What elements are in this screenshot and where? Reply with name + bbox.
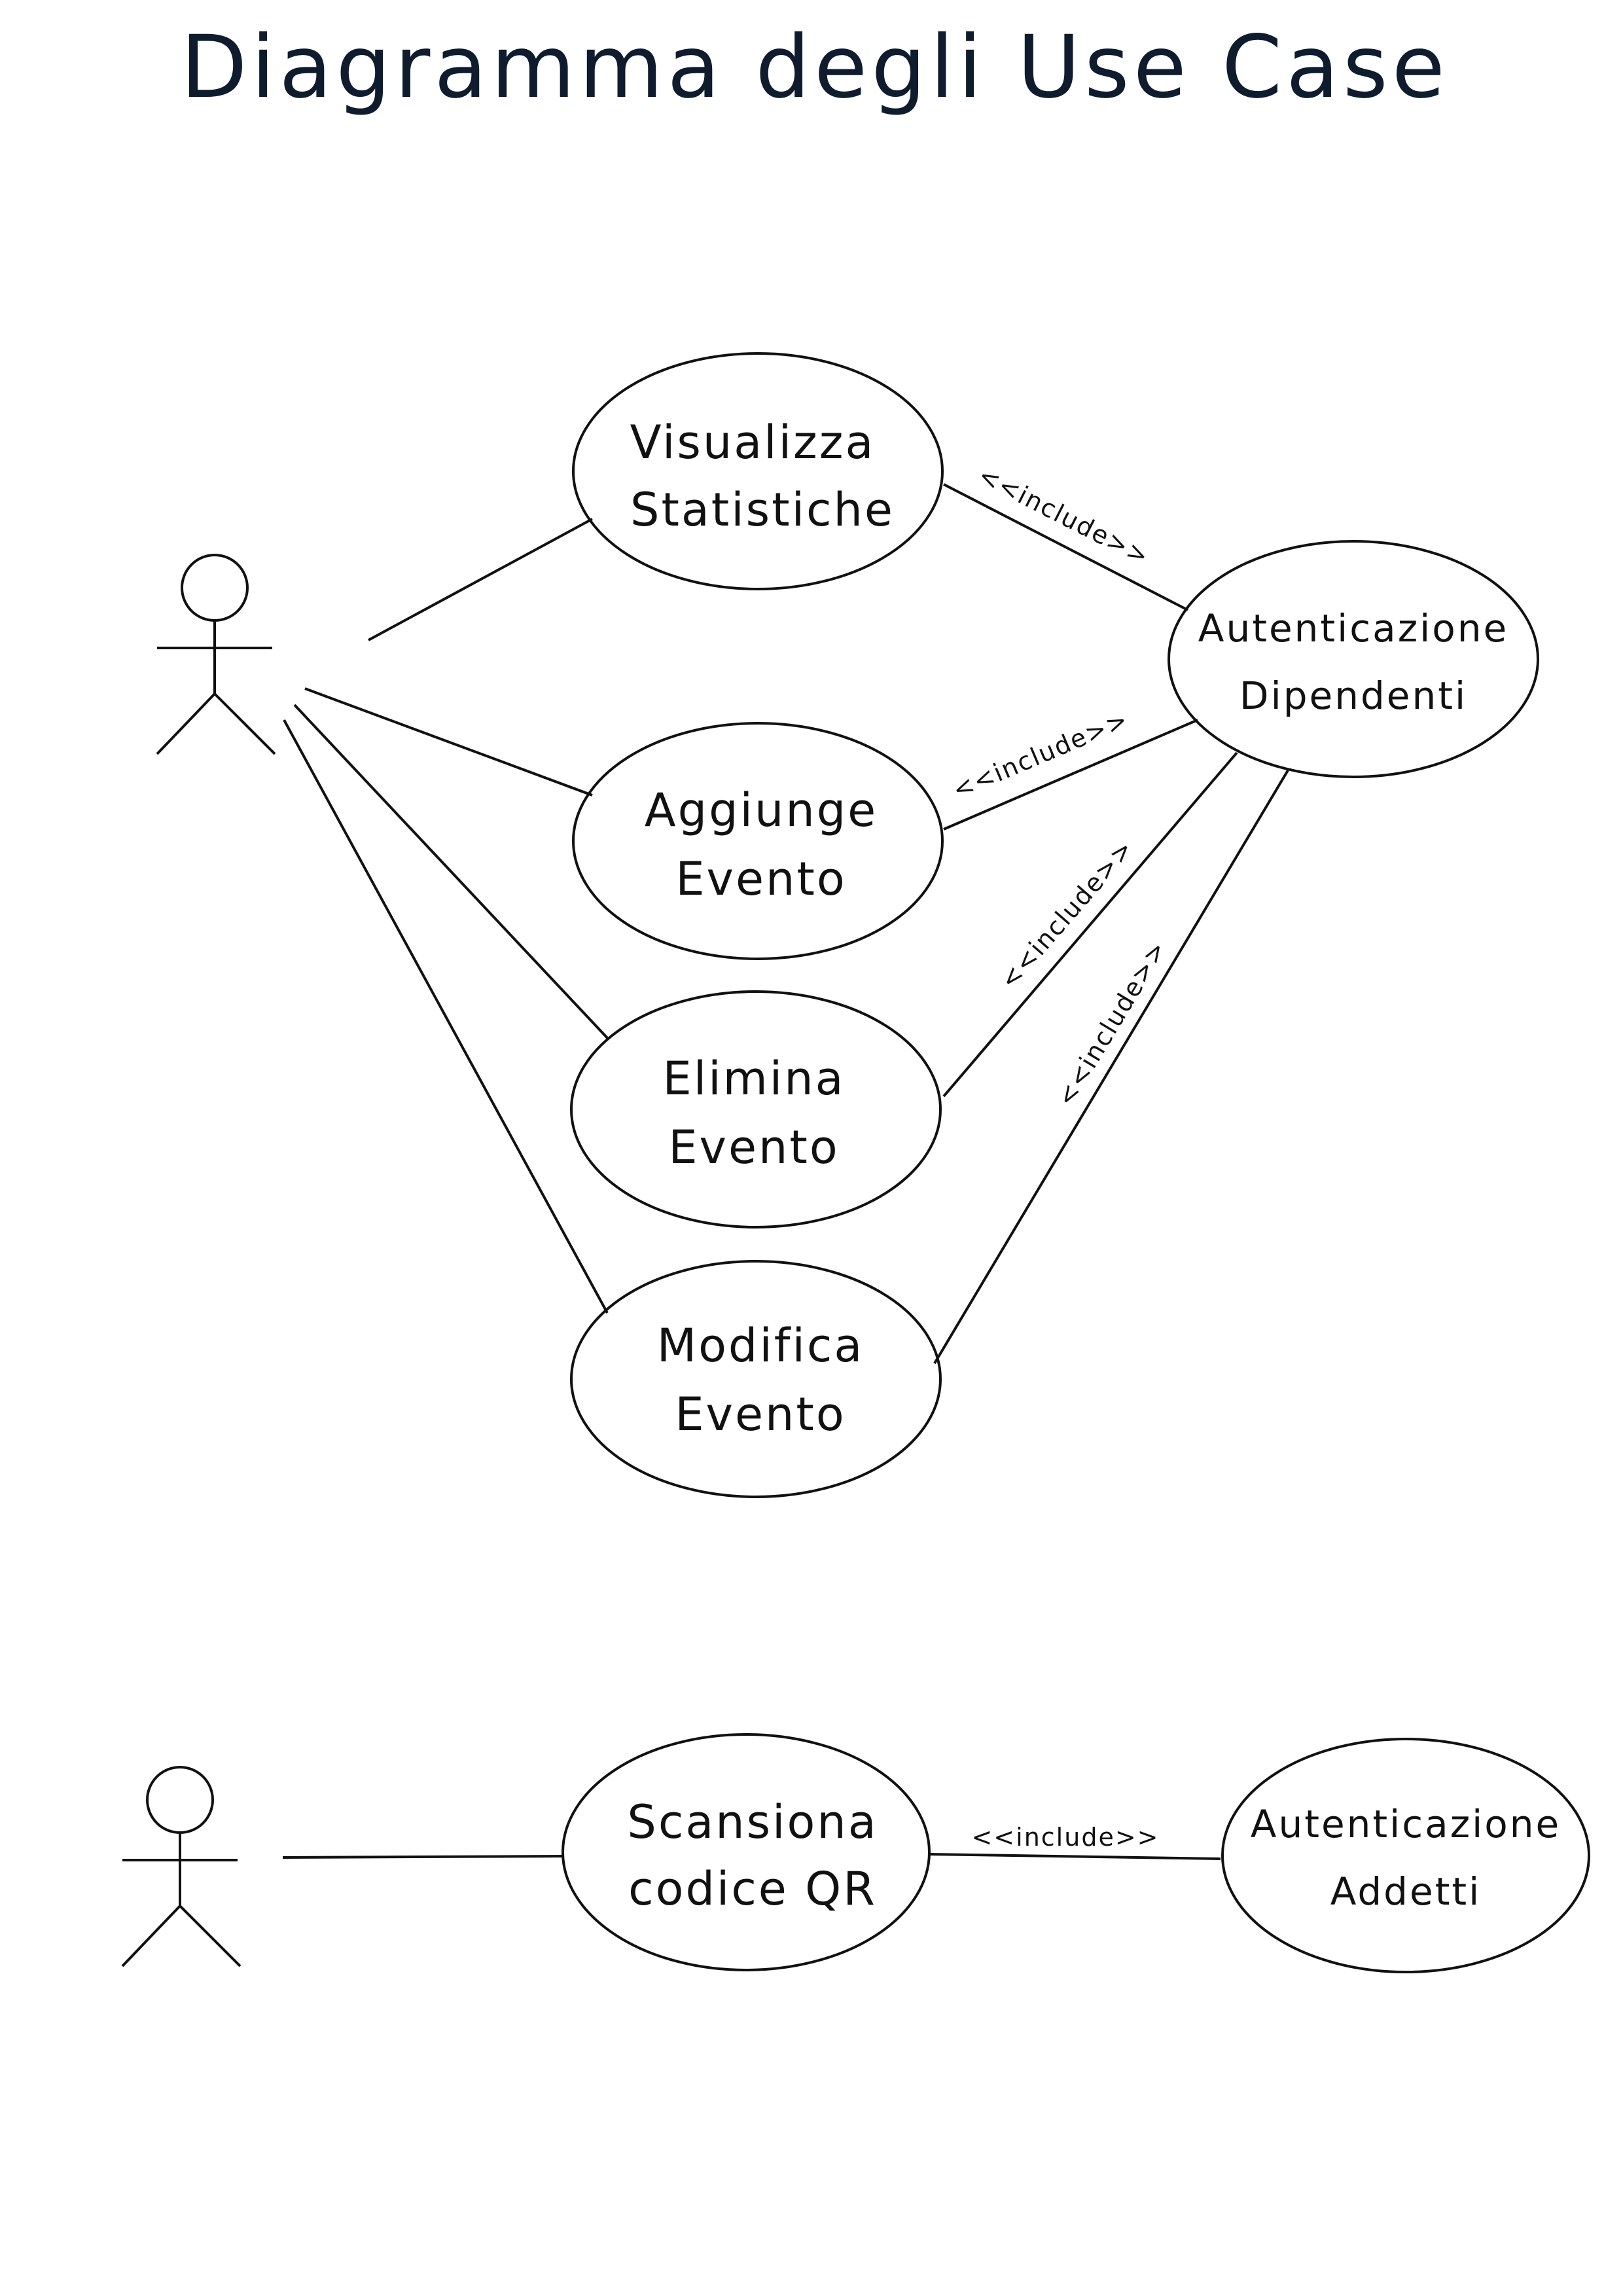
use-case-ellipse: [562, 1733, 931, 1971]
use-case-label: Evento: [668, 1121, 839, 1174]
actor-leg-left: [121, 1905, 181, 1967]
actor-leg-right: [213, 692, 276, 755]
use-case-ellipse: [1168, 540, 1539, 778]
include-line-modifica: [933, 769, 1289, 1365]
use-case-visualizza-statistiche: Visualizza Statistiche: [572, 352, 944, 590]
use-case-label: Scansiona: [627, 1795, 878, 1849]
actor-leg-right: [179, 1905, 241, 1967]
actor-dipendente: [156, 554, 276, 755]
actor-leg-left: [156, 692, 216, 755]
include-line-visualizza: [943, 483, 1188, 611]
use-case-ellipse: [1221, 1738, 1590, 1973]
association-aggiunge-evento: [304, 687, 593, 797]
use-case-aggiunge-evento: Aggiunge Evento: [572, 722, 944, 960]
use-case-label: Visualizza: [630, 416, 876, 469]
association-visualizza-statistiche: [368, 518, 593, 641]
use-case-label: Dipendenti: [1240, 673, 1467, 718]
use-case-ellipse: [570, 990, 942, 1229]
use-case-ellipse: [572, 352, 944, 590]
include-line-scansiona: [929, 1853, 1221, 1860]
actor-head: [146, 1766, 214, 1834]
include-line-elimina: [942, 751, 1238, 1098]
use-case-label: Statistiche: [630, 483, 895, 537]
actor-addetto: [121, 1766, 241, 1967]
use-case-autenticazione-addetti: Autenticazione Addetti: [1221, 1738, 1590, 1973]
page-title: Diagramma degli Use Case: [181, 17, 1449, 118]
use-case-label: Elimina: [662, 1052, 845, 1105]
use-case-scansiona-codice-qr: Scansiona codice QR: [562, 1733, 931, 1971]
use-case-label: Evento: [675, 1388, 846, 1441]
association-elimina-evento: [293, 704, 610, 1041]
association-scansiona-codice-qr: [282, 1855, 565, 1859]
use-case-label: Evento: [675, 852, 846, 906]
use-case-ellipse: [570, 1260, 942, 1498]
use-case-elimina-evento: Elimina Evento: [570, 990, 942, 1229]
use-case-label: Modifica: [657, 1319, 865, 1372]
use-case-label: codice QR: [628, 1862, 877, 1916]
use-case-label: Autenticazione: [1251, 1802, 1561, 1846]
use-case-modifica-evento: Modifica Evento: [570, 1260, 942, 1498]
use-case-label: Autenticazione: [1198, 606, 1508, 651]
include-label-modifica: <<include>>: [1051, 935, 1173, 1111]
use-case-label: Aggiunge: [645, 783, 878, 837]
include-label-elimina: <<include>>: [994, 834, 1139, 995]
association-modifica-evento: [283, 719, 609, 1314]
use-case-autenticazione-dipendenti: Autenticazione Dipendenti: [1168, 540, 1539, 778]
actor-head: [181, 554, 249, 622]
use-case-ellipse: [572, 722, 944, 960]
include-label-aggiunge: <<include>>: [948, 705, 1132, 805]
include-label-visualizza: <<include>>: [974, 461, 1154, 572]
include-label-scansiona: <<include>>: [971, 1823, 1159, 1852]
include-line-aggiunge: [943, 719, 1198, 831]
use-case-label: Addetti: [1330, 1869, 1482, 1914]
